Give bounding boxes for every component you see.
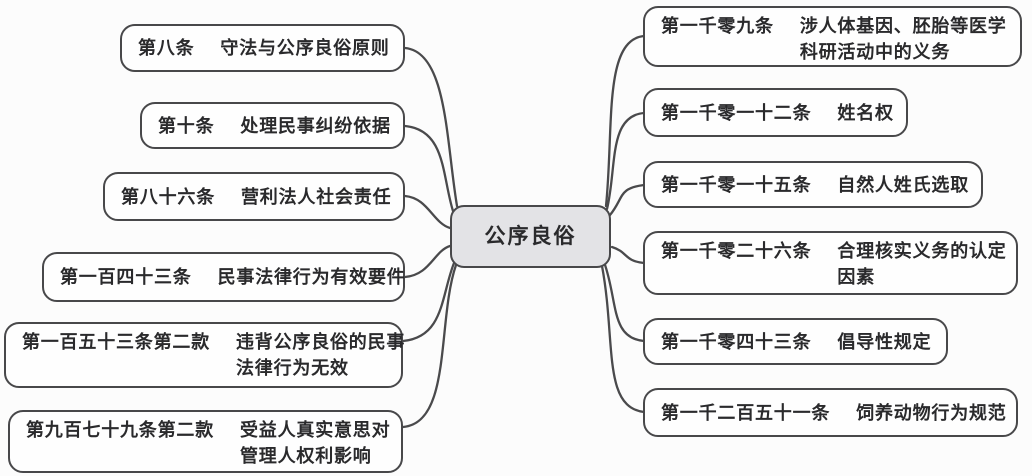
article-number: 第八十六条 [121, 186, 215, 207]
node-article-1251[interactable]: 第一千二百五十一条 饲养动物行为规范 [643, 388, 1018, 437]
node-article-1009[interactable]: 第一千零九条 涉人体基因、胚胎等医学 科研活动中的义务 [643, 6, 1022, 67]
article-number: 第一千零九条 [661, 16, 774, 36]
connector-right-1 [604, 34, 646, 208]
node-article-153-2[interactable]: 第一百五十三条第二款 违背公序良俗的民事 法律行为无效 [4, 322, 406, 388]
connector-left-6 [401, 263, 458, 429]
article-number: 第一百五十三条第二款 [22, 332, 210, 352]
article-number: 第一千零二十六条 [661, 241, 812, 261]
node-article-1015[interactable]: 第一千零一十五条 自然人姓氏选取 [643, 161, 983, 208]
article-title: 姓名权 [837, 102, 894, 123]
article-title: 受益人真实意思对 管理人权利影响 [240, 420, 391, 466]
article-number: 第一千零四十三条 [661, 331, 812, 352]
article-title: 饲养动物行为规范 [856, 402, 1007, 423]
connector-left-4 [403, 244, 452, 279]
node-article-86[interactable]: 第八十六条 营利法人社会责任 [103, 172, 405, 221]
connector-left-1 [403, 46, 459, 208]
node-article-143[interactable]: 第一百四十三条 民事法律行为有效要件 [42, 252, 405, 302]
article-title: 违背公序良俗的民事 法律行为无效 [236, 332, 406, 378]
article-number: 第十条 [158, 115, 215, 136]
article-number: 第八条 [138, 38, 195, 58]
connector-right-3 [608, 183, 646, 217]
node-article-8[interactable]: 第八条 守法与公序良俗原则 [120, 24, 405, 72]
connector-right-2 [605, 111, 646, 211]
connector-left-3 [403, 194, 452, 230]
article-number: 第九百七十九条第二款 [26, 420, 214, 440]
connector-right-6 [600, 264, 646, 414]
center-topic-label: 公序良俗 [484, 224, 577, 248]
node-article-1043[interactable]: 第一千零四十三条 倡导性规定 [643, 318, 948, 365]
node-article-10[interactable]: 第十条 处理民事纠纷依据 [140, 102, 405, 149]
connector-right-4 [610, 245, 646, 265]
node-article-979-2[interactable]: 第九百七十九条第二款 受益人真实意思对 管理人权利影响 [8, 410, 403, 473]
node-article-1026[interactable]: 第一千零二十六条 合理核实义务的认定 因素 [643, 231, 1018, 295]
article-number: 第一千零一十五条 [661, 174, 812, 195]
article-number: 第一百四十三条 [60, 267, 192, 287]
center-topic[interactable]: 公序良俗 [450, 205, 611, 268]
article-title: 倡导性规定 [837, 331, 932, 352]
connector-left-2 [403, 124, 455, 213]
article-title: 民事法律行为有效要件 [217, 267, 406, 287]
article-title: 处理民事纠纷依据 [240, 115, 391, 136]
article-title: 涉人体基因、胚胎等医学 科研活动中的义务 [799, 16, 1007, 62]
article-title: 合理核实义务的认定 因素 [837, 241, 1007, 287]
article-title: 自然人姓氏选取 [837, 174, 970, 195]
article-title: 营利法人社会责任 [241, 186, 392, 207]
connector-left-5 [401, 261, 456, 343]
connector-right-5 [602, 260, 646, 343]
node-article-1012[interactable]: 第一千零一十二条 姓名权 [643, 88, 908, 137]
article-number: 第一千二百五十一条 [661, 402, 831, 423]
article-number: 第一千零一十二条 [661, 102, 812, 123]
article-title: 守法与公序良俗原则 [220, 38, 390, 58]
